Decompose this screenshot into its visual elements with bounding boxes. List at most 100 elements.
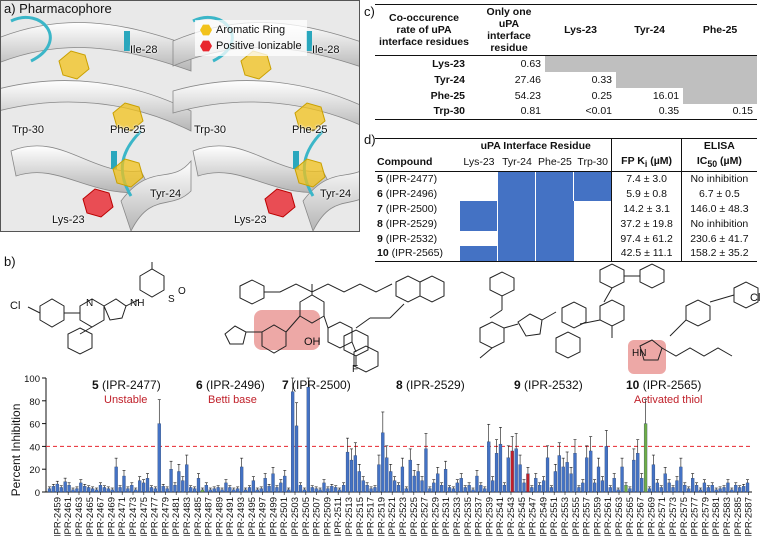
activated-thiol-highlight [628, 340, 666, 374]
ic50-cell: No inhibition [680, 216, 757, 232]
bar [377, 464, 381, 493]
bar [730, 489, 734, 493]
residue-label: Lys-23 [52, 214, 85, 226]
compound-number: 8 [396, 378, 403, 392]
bar [243, 489, 248, 493]
header-cell-empty [375, 138, 460, 154]
bar [138, 480, 142, 493]
bar [585, 457, 589, 493]
bar [581, 482, 585, 493]
header-text: FP K [621, 154, 645, 167]
header-unit: (µM) [717, 154, 742, 167]
bar [185, 464, 189, 493]
bar [428, 488, 432, 493]
bar [432, 482, 436, 493]
bar [334, 487, 338, 493]
x-tick-label: IPR-2523 [398, 497, 409, 536]
compound-cell: 9 (IPR-2532) [375, 231, 460, 246]
bar [322, 482, 326, 493]
x-tick-label: IPR-2477 [150, 497, 161, 536]
cell: 0.25 [591, 89, 613, 102]
fp-cell: 42.5 ± 11.1 [611, 246, 682, 262]
header-cell: Lys-23 [564, 24, 597, 36]
bar [643, 423, 648, 493]
x-tick-label: IPR-2461 [63, 497, 74, 536]
cell: 27.46 [514, 73, 541, 86]
ic50-cell: 6.7 ± 0.5 [680, 186, 757, 202]
bar [126, 488, 130, 493]
bar [67, 485, 71, 493]
bar [98, 485, 103, 493]
table-header-row: uPA Interface Residue ELISA [375, 138, 757, 154]
bar [90, 488, 95, 493]
bar [718, 488, 722, 493]
atom-label: O [178, 286, 186, 297]
bar [400, 466, 405, 493]
fp-cell: 14.2 ± 3.1 [611, 201, 682, 217]
bar [510, 450, 514, 493]
bar [165, 488, 169, 493]
bar [373, 487, 377, 493]
compound-label: 5 (IPR-2477) [92, 378, 161, 392]
bar [83, 486, 87, 493]
x-tick-label: IPR-2527 [420, 497, 431, 536]
residue-hit-cell [573, 171, 612, 187]
bar [263, 478, 267, 493]
bar [459, 478, 463, 493]
x-tick-label: IPR-2541 [495, 497, 506, 536]
chart-bars [47, 377, 750, 493]
bar [565, 462, 569, 493]
bar [498, 443, 503, 493]
x-tick-label: IPR-2511 [333, 497, 344, 536]
residue-hit-cell [574, 231, 612, 246]
bar [655, 482, 659, 493]
bar [47, 488, 52, 493]
x-tick-label: IPR-2487 [204, 497, 215, 536]
bar [557, 455, 561, 493]
bar [663, 473, 667, 493]
bar [679, 466, 683, 493]
legend-item-aromatic: Aromatic Ring [200, 22, 302, 38]
bar [694, 485, 699, 493]
x-tick-label: IPR-2545 [517, 497, 528, 536]
residue-hit-cell [574, 216, 612, 231]
bar [267, 486, 271, 493]
bar [483, 488, 487, 493]
x-tick-label: IPR-2535 [463, 497, 474, 536]
bar [745, 482, 750, 493]
y-tick-label: 0 [35, 488, 40, 499]
bar [691, 478, 695, 493]
bar [569, 473, 573, 493]
x-tick-label: IPR-2543 [506, 497, 517, 536]
bar [63, 481, 67, 493]
atom-label: HN [632, 348, 647, 359]
residue-hit-cell [459, 246, 498, 262]
residue-hit-cell [574, 201, 612, 216]
bar [157, 423, 161, 493]
bar [604, 446, 608, 493]
x-tick-label: IPR-2581 [711, 497, 722, 536]
atom-label: NH [130, 298, 145, 309]
x-tick-label: IPR-2547 [528, 497, 539, 536]
fp-cell: 97.4 ± 61.2 [611, 231, 682, 247]
bar [204, 485, 208, 493]
x-tick-label: IPR-2505 [301, 497, 312, 536]
header-cell-empty [611, 138, 682, 154]
row-label: Phe-25 [430, 89, 465, 102]
bar [742, 486, 746, 493]
atom-label: S [168, 294, 175, 305]
bar [404, 488, 408, 493]
bar [687, 488, 691, 493]
bar [220, 489, 224, 493]
bar [283, 475, 287, 493]
x-tick-label: IPR-2479 [160, 497, 171, 536]
panel-a-label: a) Pharmacophore [4, 1, 112, 16]
legend-label: Aromatic Ring [216, 24, 286, 36]
bar [349, 459, 354, 493]
compound-name: (IPR-2496) [202, 378, 265, 392]
residue-hit-cell [535, 216, 574, 232]
bar [279, 482, 283, 493]
x-tick-label: IPR-2525 [409, 497, 420, 536]
cell [683, 71, 757, 88]
